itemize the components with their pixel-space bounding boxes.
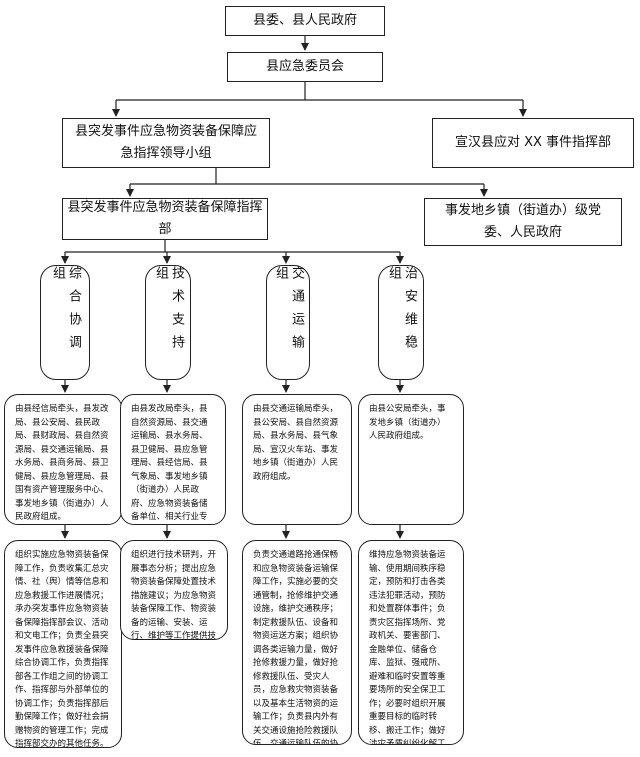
group-name: 交通运输组 — [273, 266, 304, 358]
group-name: 综合协调组 — [50, 266, 81, 358]
supply-hq-box: 县突发事件应急物资装备保障指挥部 — [62, 198, 268, 240]
town-government-box: 事发地乡镇（街道办）级党委、人民政府 — [424, 198, 622, 246]
group-members-security: 由县公安局牵头，事发地乡镇（街道办）人民政府组成。 — [358, 394, 464, 525]
county-hq-box: 宣汉县应对 XX 事件指挥部 — [432, 118, 634, 168]
group-box-technical: 技术支持组 — [145, 265, 191, 380]
county-government-label: 县委、县人民政府 — [252, 13, 357, 28]
group-box-coordination: 综合协调组 — [40, 265, 90, 380]
group-duties-transport: 负责交通道路抢通保畅和应急物资装备运输保障工作，实施必要的交通管制，抢修维护交通… — [242, 540, 352, 745]
town-government-label: 事发地乡镇（街道办）级党委、人民政府 — [444, 203, 601, 240]
group-duties-security: 维持应急物资装备运输、使用期间秩序稳定，预防和打击各类违法犯罪活动，预防和处置群… — [358, 540, 464, 745]
group-name: 治安维稳组 — [386, 266, 417, 358]
group-box-transport: 交通运输组 — [266, 265, 310, 380]
leading-group-label: 县突发事件应急物资装备保障应急指挥领导小组 — [74, 124, 257, 161]
leading-group-box: 县突发事件应急物资装备保障应急指挥领导小组 — [62, 118, 270, 168]
emergency-committee-label: 县应急委员会 — [265, 59, 344, 74]
duties-text: 组织进行技术研判，开展事态分析；提出应急物资装备保障处置技术措施建议；为应急物资… — [131, 550, 217, 640]
group-name: 技术支持组 — [153, 266, 184, 358]
duties-text: 维持应急物资装备运输、使用期间秩序稳定，预防和打击各类违法犯罪活动，预防和处置群… — [369, 550, 446, 745]
members-text: 由县发改局牵头，县自然资源局、县交通运输局、县水务局、县卫健局、县应急管理局、县… — [131, 404, 208, 522]
duties-text: 组织实施应急物资装备保障工作，负责收集汇总灾情、社（舆）情等信息和应急救援工作进… — [15, 550, 109, 748]
group-members-transport: 由县交通运输局牵头，县公安局、县自然资源局、县水务局、县气象局、宣汉火车站、事发… — [242, 394, 352, 525]
members-text: 由县公安局牵头，事发地乡镇（街道办）人民政府组成。 — [369, 404, 446, 441]
group-members-technical: 由县发改局牵头，县自然资源局、县交通运输局、县水务局、县卫健局、县应急管理局、县… — [120, 394, 226, 525]
members-text: 由县经信局牵头，县发改局、县公安局、县民政局、县财政局、县自然资源局、县交通运输… — [15, 404, 109, 522]
group-duties-technical: 组织进行技术研判，开展事态分析；提出应急物资装备保障处置技术措施建议；为应急物资… — [120, 540, 228, 640]
county-hq-label: 宣汉县应对 XX 事件指挥部 — [454, 135, 612, 150]
supply-hq-label: 县突发事件应急物资装备保障指挥部 — [67, 200, 263, 237]
group-box-security: 治安维稳组 — [378, 265, 424, 380]
county-government-box: 县委、县人民政府 — [225, 6, 385, 36]
members-text: 由县交通运输局牵头，县公安局、县自然资源局、县水务局、县气象局、宣汉火车站、事发… — [253, 404, 339, 482]
group-members-coordination: 由县经信局牵头，县发改局、县公安局、县民政局、县财政局、县自然资源局、县交通运输… — [4, 394, 122, 525]
duties-text: 负责交通道路抢通保畅和应急物资装备运输保障工作，实施必要的交通管制，抢修维护交通… — [253, 550, 339, 745]
group-duties-coordination: 组织实施应急物资装备保障工作，负责收集汇总灾情、社（舆）情等信息和应急救援工作进… — [4, 540, 122, 748]
emergency-committee-box: 县应急委员会 — [227, 52, 383, 82]
